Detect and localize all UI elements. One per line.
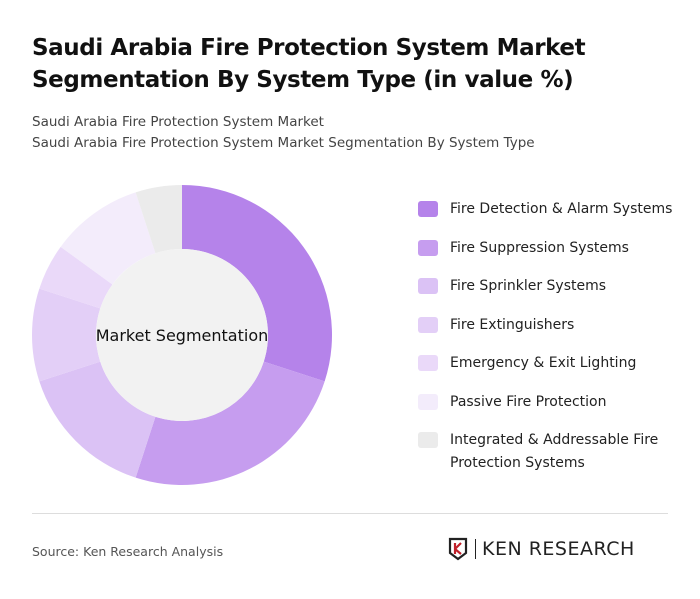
donut-center <box>96 249 268 421</box>
donut-slice-1 <box>182 185 332 382</box>
logo-separator <box>475 539 476 559</box>
donut-slice-3 <box>39 361 156 478</box>
donut-slice-4 <box>32 288 101 382</box>
legend-label: Passive Fire Protection <box>450 393 607 410</box>
legend-label: Integrated & Addressable Fire Protection… <box>450 432 659 471</box>
legend-label: Fire Extinguishers <box>450 316 575 333</box>
legend-label: Emergency & Exit Lighting <box>450 355 637 371</box>
legend-label: Fire Sprinkler Systems <box>450 278 607 294</box>
legend-item: Fire Detection & Alarm Systems <box>418 198 688 221</box>
legend-swatch <box>418 393 438 410</box>
legend-swatch <box>418 432 438 448</box>
donut-slice-2 <box>135 361 325 486</box>
chart-title: Saudi Arabia Fire Protection System Mark… <box>32 35 586 93</box>
legend-item: Emergency & Exit Lighting <box>418 352 688 375</box>
legend-swatch <box>418 278 438 294</box>
ken-research-logo-icon <box>448 537 468 561</box>
donut-slice-7 <box>135 185 182 254</box>
subtitle-market: Saudi Arabia Fire Protection System Mark… <box>32 114 324 130</box>
legend-label: Fire Suppression Systems <box>450 239 629 256</box>
divider <box>32 513 668 514</box>
legend-label: Fire Detection & Alarm Systems <box>450 201 673 217</box>
donut-slice-5 <box>39 246 113 309</box>
legend-item: Integrated & Addressable Fire Protection… <box>418 429 688 475</box>
legend-item: Fire Extinguishers <box>418 314 688 337</box>
donut-slice-6 <box>60 192 156 285</box>
legend-swatch <box>418 316 438 333</box>
source-note: Source: Ken Research Analysis <box>32 544 224 559</box>
subtitle-segmentation: Saudi Arabia Fire Protection System Mark… <box>32 135 535 151</box>
legend-item: Fire Suppression Systems <box>418 237 688 260</box>
logo-text: KEN RESEARCH <box>482 538 635 560</box>
legend-item: Fire Sprinkler Systems <box>418 275 688 298</box>
legend-swatch <box>418 201 438 217</box>
legend-item: Passive Fire Protection <box>418 391 688 414</box>
ken-research-logo: KEN RESEARCH <box>448 537 635 561</box>
legend-swatch <box>418 355 438 371</box>
donut-chart: Market Segmentation <box>32 185 332 486</box>
center-label: Market Segmentation <box>96 326 269 345</box>
legend-swatch <box>418 239 438 256</box>
